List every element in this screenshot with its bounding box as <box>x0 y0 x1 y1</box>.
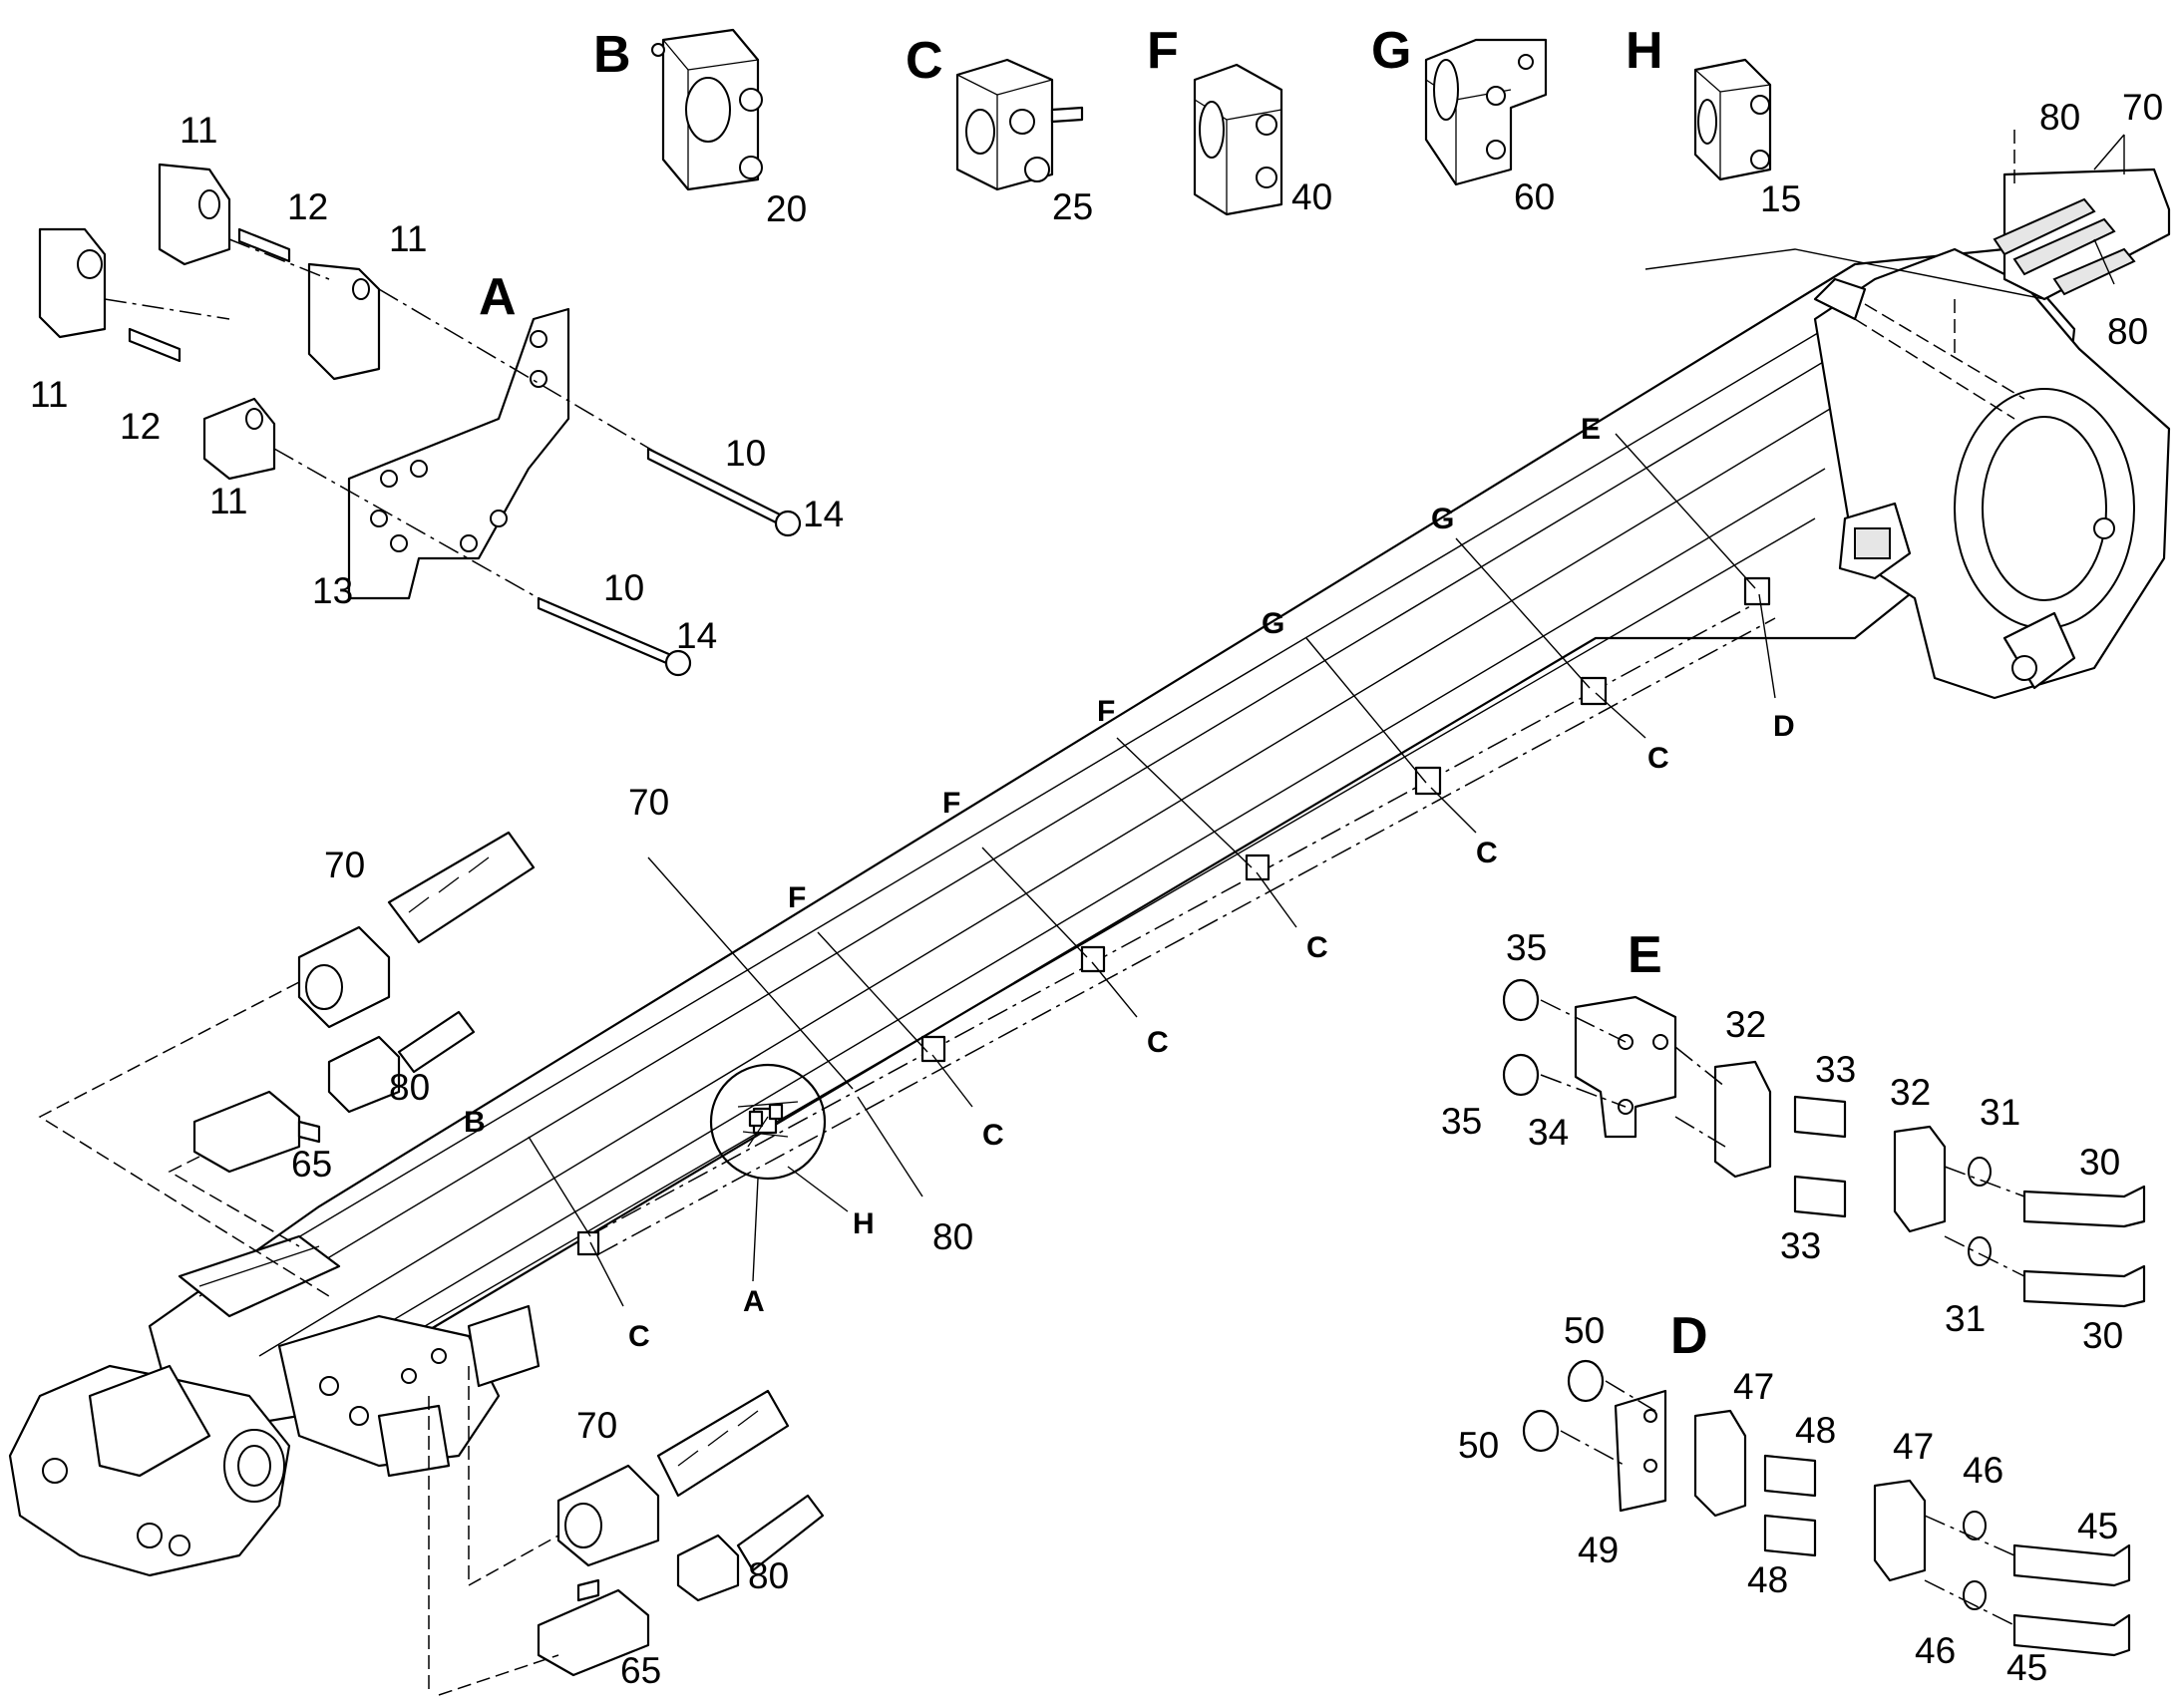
boom-label-D: D <box>1773 710 1795 743</box>
detail-label-D-header: D <box>1670 1307 1708 1365</box>
part-number-47-b: 47 <box>1893 1426 1934 1467</box>
part-number-32-a: 32 <box>1725 1004 1766 1045</box>
part-number-10-a: 10 <box>725 433 766 474</box>
part-number-40: 40 <box>1291 176 1332 217</box>
detail-label-G-header: G <box>1371 22 1411 80</box>
part-number-48-b: 48 <box>1747 1559 1788 1600</box>
part-number-80-lower: 80 <box>748 1555 789 1596</box>
boom-clamps <box>576 576 1771 1256</box>
part-number-31-b: 31 <box>1945 1298 1986 1339</box>
part-number-25: 25 <box>1052 186 1093 227</box>
part-number-50-a: 50 <box>1564 1310 1605 1351</box>
detail-label-C-header: C <box>906 32 943 90</box>
top-right-bracket <box>1954 130 2171 359</box>
boom-label-G-2: G <box>1431 503 1454 535</box>
part-number-10-b: 10 <box>603 567 644 608</box>
part-number-13: 13 <box>312 570 353 611</box>
clamp-F <box>1193 63 1283 216</box>
clamp-C <box>955 58 1084 191</box>
part-number-46-a: 46 <box>1963 1450 2003 1491</box>
part-number-45-a: 45 <box>2077 1506 2118 1546</box>
part-number-50-b: 50 <box>1458 1425 1499 1466</box>
boom-assembly <box>8 247 2171 1577</box>
detail-label-F-header: F <box>1147 22 1179 80</box>
part-number-32-b: 32 <box>1890 1072 1931 1113</box>
part-number-11-a: 11 <box>180 110 217 151</box>
boom-label-F-3: F <box>1097 695 1115 728</box>
part-number-70-lower: 70 <box>576 1405 617 1446</box>
part-number-35-a: 35 <box>1506 927 1547 968</box>
detail-E-parts <box>1502 978 2146 1308</box>
part-number-65-upper: 65 <box>291 1144 332 1185</box>
part-number-49: 49 <box>1578 1530 1619 1570</box>
part-number-80-upper: 80 <box>389 1067 430 1108</box>
boom-label-C-4: C <box>1306 931 1328 964</box>
boom-label-G-1: G <box>1262 607 1284 640</box>
detail-label-B: B <box>593 26 631 84</box>
part-number-15: 15 <box>1760 178 1801 219</box>
part-number-80-top: 80 <box>2039 97 2080 138</box>
part-number-14-b: 14 <box>676 615 717 656</box>
part-number-80-right: 80 <box>2107 311 2148 352</box>
part-number-65-lower: 65 <box>620 1650 661 1691</box>
detail-A-parts <box>38 163 802 677</box>
part-number-80-boom: 80 <box>932 1216 973 1257</box>
boom-label-E: E <box>1581 413 1601 446</box>
leader-lines <box>528 433 1776 1307</box>
part-number-70-boom: 70 <box>628 782 669 823</box>
boom-label-C-6: C <box>1647 742 1669 775</box>
part-number-35-b: 35 <box>1441 1101 1482 1142</box>
clamp-H <box>1693 58 1772 181</box>
detail-D-parts <box>1522 1359 2131 1657</box>
part-number-33-b: 33 <box>1780 1225 1821 1266</box>
part-number-47-a: 47 <box>1733 1366 1774 1407</box>
hose-fittings-lower <box>428 1366 825 1696</box>
part-number-14-a: 14 <box>803 494 844 534</box>
detail-label-H-header: H <box>1626 22 1663 80</box>
part-number-12-a: 12 <box>287 186 328 227</box>
part-number-45-b: 45 <box>2006 1647 2047 1688</box>
part-number-12-b: 12 <box>120 406 161 447</box>
clamp-G <box>1424 38 1548 186</box>
boom-label-C-3: C <box>1147 1026 1169 1059</box>
part-number-11-c: 11 <box>30 374 68 415</box>
detail-label-A-header: A <box>479 268 517 326</box>
hose-fittings-upper <box>38 831 536 1297</box>
labels: B C F G H A E D 20 25 40 60 15 80 70 80 … <box>30 22 2163 1691</box>
part-number-70-top: 70 <box>2122 87 2163 128</box>
boom-label-C-2: C <box>982 1119 1004 1152</box>
part-number-20: 20 <box>766 188 807 229</box>
boom-label-F-1: F <box>788 881 806 914</box>
part-number-31-a: 31 <box>1980 1092 2020 1133</box>
boom-label-C-1: C <box>628 1320 650 1353</box>
boom-label-C-5: C <box>1476 837 1498 869</box>
boom-label-F-2: F <box>942 787 960 820</box>
part-number-48-a: 48 <box>1795 1410 1836 1451</box>
boom-label-B: B <box>464 1106 486 1139</box>
part-number-70-upper: 70 <box>324 845 365 885</box>
boom-label-H: H <box>853 1207 875 1240</box>
part-number-60: 60 <box>1514 176 1555 217</box>
detail-label-E-header: E <box>1628 926 1662 984</box>
part-number-46-b: 46 <box>1915 1630 1956 1671</box>
part-number-11-d: 11 <box>209 481 247 521</box>
part-number-30-a: 30 <box>2079 1142 2120 1183</box>
part-number-11-b: 11 <box>389 218 427 259</box>
part-number-34: 34 <box>1528 1112 1569 1153</box>
clamp-B <box>651 28 763 191</box>
boom-label-A: A <box>743 1285 765 1318</box>
part-number-30-b: 30 <box>2082 1315 2123 1356</box>
part-number-33-a: 33 <box>1815 1049 1856 1090</box>
